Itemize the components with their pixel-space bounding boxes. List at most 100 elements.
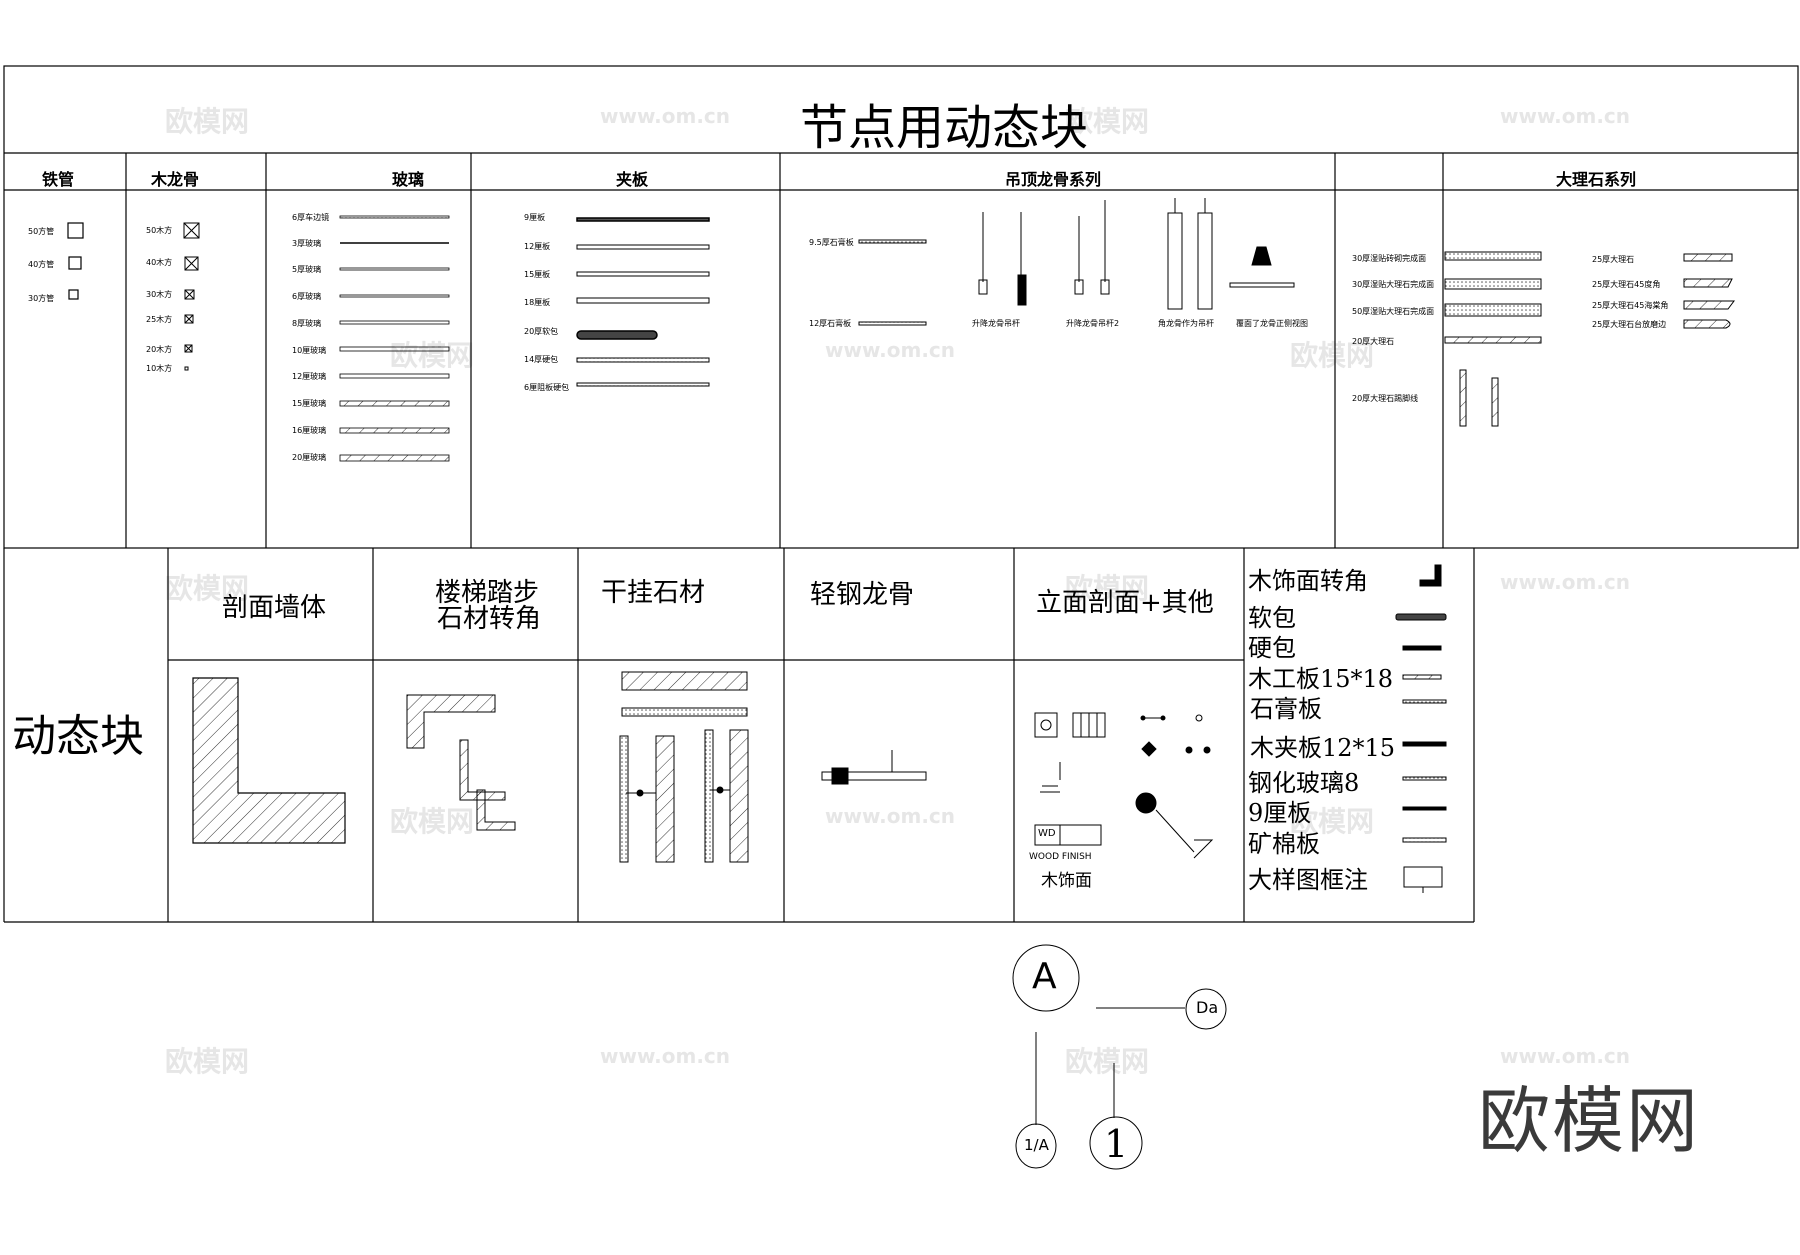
callout-symbols (1012, 944, 1227, 1170)
watermark-brand: 欧模网 (165, 1045, 250, 1078)
wood-keel-label: 30木方 (146, 290, 173, 299)
material-label: 硬包 (1248, 634, 1296, 662)
material-label: 软包 (1248, 604, 1296, 632)
column-header-iron-pipe: 铁管 (42, 170, 75, 189)
column-header-marble: 大理石系列 (1556, 170, 1637, 189)
wood-keel-label: 20木方 (146, 345, 173, 354)
ceiling-label: 升降龙骨吊杆2 (1066, 319, 1120, 328)
watermark-url: www.om.cn (1500, 1044, 1631, 1068)
dynamic-block-label: 动态块 (12, 711, 144, 762)
watermark-brand: 欧模网 (1065, 105, 1150, 138)
material-label: 石膏板 (1250, 695, 1322, 723)
marble-label: 25厚大理石 (1592, 255, 1635, 264)
dry-hang-stone-symbols (619, 671, 749, 863)
ceiling-label: 覆面了龙骨正侧视图 (1236, 319, 1308, 328)
wood-keel-label: 10木方 (146, 364, 173, 373)
column-header-wood-keel: 木龙骨 (151, 170, 200, 189)
glass-label: 6厚玻璃 (292, 292, 322, 301)
watermark-url: www.om.cn (825, 338, 956, 362)
brand-logo: 欧模网 (1478, 1079, 1701, 1163)
callout-da: Da (1196, 998, 1219, 1017)
marble-label: 30厚湿贴砖砌完成面 (1352, 254, 1427, 263)
plywood-label: 14厚硬包 (524, 355, 559, 364)
watermark-brand: 欧模网 (165, 105, 250, 138)
glass-label: 12厘玻璃 (292, 372, 327, 381)
wood-keel-label: 40木方 (146, 258, 173, 267)
callout-one-a: 1/A (1024, 1136, 1049, 1154)
light-steel-symbols (821, 750, 927, 785)
material-label: 9厘板 (1248, 799, 1312, 827)
callout-one: 1 (1104, 1122, 1129, 1166)
watermark-url: www.om.cn (1500, 104, 1631, 128)
plywood-label: 12厘板 (524, 242, 551, 251)
watermark-url: www.om.cn (1500, 570, 1631, 594)
glass-label: 8厚玻璃 (292, 319, 322, 328)
watermark-url: www.om.cn (600, 104, 731, 128)
material-label: 矿棉板 (1248, 830, 1320, 858)
column-header-ceiling-keel: 吊顶龙骨系列 (1005, 170, 1102, 189)
marble-symbols (1444, 251, 1735, 427)
wd-tag: WD (1038, 828, 1056, 839)
page-title: 节点用动态块 (800, 100, 1089, 156)
stair-corner-symbols (406, 694, 516, 831)
glass-label: 15厘玻璃 (292, 399, 327, 408)
plywood-label: 20厚软包 (524, 327, 559, 336)
section-title-light-steel: 轻钢龙骨 (810, 580, 915, 610)
ceiling-label: 角龙骨作为吊杆 (1158, 319, 1214, 328)
plywood-symbols (576, 217, 710, 387)
top-table-frame (3, 65, 1799, 549)
iron-pipe-label: 50方管 (28, 227, 55, 236)
watermark-brand: 欧模网 (1065, 572, 1150, 605)
section-title-wall: 剖面墙体 (222, 593, 327, 623)
material-label: 大样图框注 (1248, 866, 1368, 894)
section-title-dry-hang: 干挂石材 (601, 578, 706, 608)
marble-label: 25厚大理石45度角 (1592, 280, 1661, 289)
watermark-url: www.om.cn (825, 804, 956, 828)
wood-keel-label: 25木方 (146, 315, 173, 324)
material-label: 木饰面转角 (1248, 567, 1368, 595)
right-list-swatches (1395, 564, 1447, 893)
glass-label: 10厘玻璃 (292, 346, 327, 355)
marble-label: 30厚湿贴大理石完成面 (1352, 280, 1435, 289)
glass-label: 6厚车边镜 (292, 213, 330, 222)
column-header-plywood: 夹板 (616, 170, 649, 189)
marble-label: 20厚大理石 (1352, 337, 1395, 346)
wood-keel-label: 50木方 (146, 226, 173, 235)
plywood-label: 9厘板 (524, 213, 546, 222)
watermark-brand: 欧模网 (1290, 805, 1375, 838)
glass-label: 20厘玻璃 (292, 453, 327, 462)
plywood-label: 15厘板 (524, 270, 551, 279)
watermark-brand: 欧模网 (165, 572, 250, 605)
callout-a: A (1032, 956, 1057, 997)
watermark-brand: 欧模网 (390, 805, 475, 838)
glass-symbols (339, 215, 450, 462)
iron-pipe-label: 30方管 (28, 294, 55, 303)
column-header-glass: 玻璃 (392, 170, 425, 189)
material-label: 木夹板12*15 (1250, 734, 1396, 762)
material-label: 木工板15*18 (1248, 665, 1394, 693)
watermark-url: www.om.cn (600, 1044, 731, 1068)
plywood-label: 6厘阻板硬包 (524, 383, 570, 392)
marble-label: 25厚大理石45海棠角 (1592, 301, 1669, 310)
elevation-symbols (1034, 712, 1214, 859)
iron-pipe-label: 40方管 (28, 260, 55, 269)
watermark-brand: 欧模网 (1290, 339, 1375, 372)
ceiling-keel-symbols (858, 198, 1295, 326)
ceiling-label: 9.5厚石膏板 (809, 238, 854, 247)
glass-label: 5厚玻璃 (292, 265, 322, 274)
plywood-label: 18厘板 (524, 298, 551, 307)
wall-section-l (192, 677, 346, 844)
bottom-table-frame (3, 548, 1475, 923)
section-title-stair-line1: 楼梯踏步 (435, 578, 540, 608)
glass-label: 3厚玻璃 (292, 239, 322, 248)
marble-label: 50厚湿贴大理石完成面 (1352, 307, 1435, 316)
material-label: 钢化玻璃8 (1248, 769, 1360, 797)
wood-finish-cn: 木饰面 (1041, 871, 1092, 891)
marble-label: 25厚大理石台放磨边 (1592, 320, 1667, 329)
wood-keel-symbols (183, 222, 200, 371)
ceiling-label: 升降龙骨吊杆 (972, 319, 1020, 328)
iron-pipe-symbols (67, 222, 84, 300)
watermark-brand: 欧模网 (1065, 1045, 1150, 1078)
watermark-brand: 欧模网 (390, 339, 475, 372)
